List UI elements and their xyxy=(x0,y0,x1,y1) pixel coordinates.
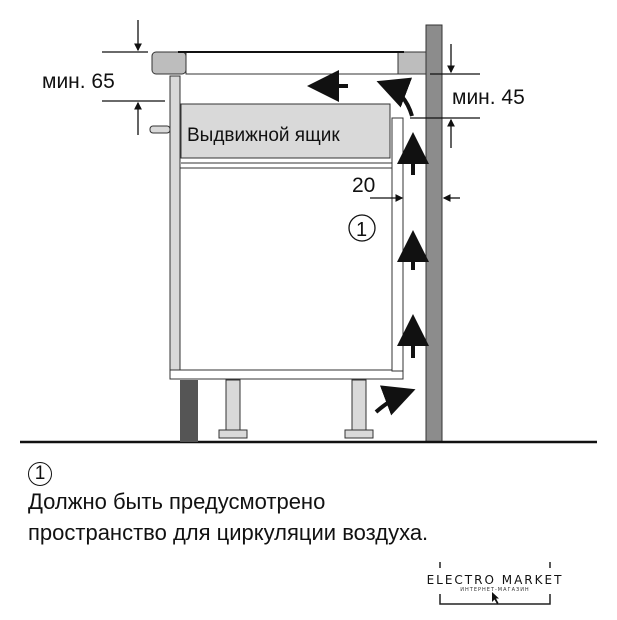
caption-marker: 1 xyxy=(28,458,52,486)
dimension-label-right: мин. 45 xyxy=(452,86,525,109)
wall xyxy=(425,24,443,443)
caption-line-1: Должно быть предусмотрено xyxy=(28,489,326,514)
drawer-label: Выдвижной ящик xyxy=(187,125,340,146)
cabinet-side xyxy=(169,75,181,379)
handle xyxy=(149,125,171,134)
airflow-arrows xyxy=(307,70,429,416)
electro-market-logo: ELECTRO MARKET ИНТЕРНЕТ-МАГАЗИН xyxy=(420,560,610,610)
svg-text:ИНТЕРНЕТ-МАГАЗИН: ИНТЕРНЕТ-МАГАЗИН xyxy=(460,587,529,593)
plinth xyxy=(180,380,198,442)
caption-line-2: пространство для циркуляции воздуха. xyxy=(28,520,429,545)
svg-text:ELECTRO MARKET: ELECTRO MARKET xyxy=(427,573,564,587)
cursor-icon xyxy=(492,592,499,604)
cabinet-bottom xyxy=(169,369,404,380)
dimension-min-45 xyxy=(410,44,480,148)
cabinet-body xyxy=(179,167,393,371)
cabinet-legs xyxy=(218,379,374,439)
dimension-min-65 xyxy=(102,20,165,135)
logo-frame: ELECTRO MARKET ИНТЕРНЕТ-МАГАЗИН xyxy=(427,562,564,605)
cooktop xyxy=(151,51,427,75)
caption-marker-number: 1 xyxy=(28,462,52,486)
back-panel xyxy=(391,117,404,372)
drawer xyxy=(180,103,391,159)
marker-circle xyxy=(348,214,376,242)
marker-label: 1 xyxy=(356,219,367,241)
dimension-label-left: мин. 65 xyxy=(42,70,115,93)
dimension-label-gap: 20 xyxy=(352,174,375,197)
